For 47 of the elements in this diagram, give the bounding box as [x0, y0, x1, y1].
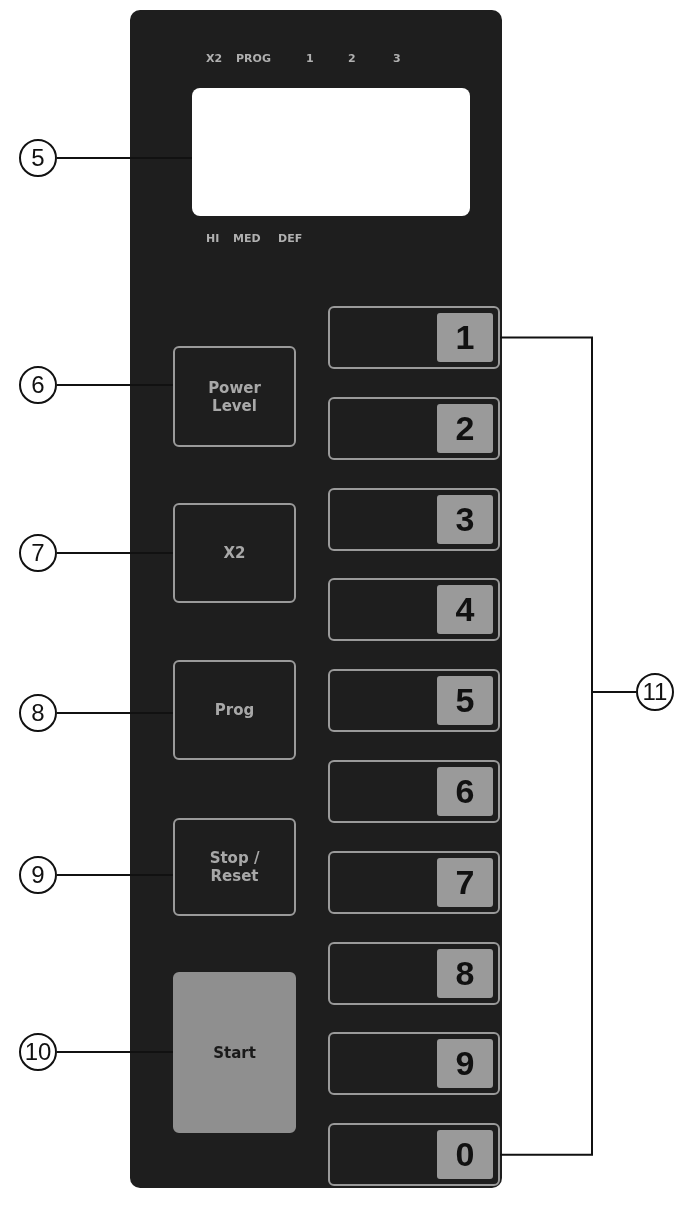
number-key [328, 1123, 500, 1187]
control-button: Stop / Reset [173, 818, 296, 916]
callout-number: 10 [19, 1033, 57, 1071]
control-button: X2 [173, 503, 296, 603]
number-key [328, 1032, 500, 1096]
key-number: 5 [437, 676, 493, 726]
callout-number: 7 [19, 534, 57, 572]
control-button: Power Level [173, 346, 296, 447]
indicator-label: HI [206, 232, 220, 245]
key-number: 4 [437, 585, 493, 635]
callout-number: 9 [19, 856, 57, 894]
callout-number: 8 [19, 694, 57, 732]
key-number: 3 [437, 494, 493, 544]
indicator-label: MED [233, 232, 261, 245]
number-key [328, 396, 500, 460]
indicator-label: DEF [278, 232, 303, 245]
leader-line [56, 552, 174, 554]
indicator-label: PROG [236, 52, 271, 65]
key-number: 2 [437, 403, 493, 453]
leader-line [56, 157, 193, 159]
leader-line [56, 874, 174, 876]
key-number: 1 [437, 313, 493, 362]
number-key [328, 487, 500, 551]
leader-line [56, 384, 174, 386]
indicator-label: X2 [206, 52, 223, 65]
leader-line [56, 1051, 174, 1053]
callout-number: 11 [636, 673, 674, 711]
number-key [328, 850, 500, 914]
key-number: 0 [437, 1130, 493, 1180]
number-key [328, 760, 500, 823]
callout-number: 5 [19, 139, 57, 177]
start-button: Start [173, 972, 296, 1133]
display-screen [192, 88, 470, 216]
key-number: 9 [437, 1039, 493, 1089]
key-number: 8 [437, 948, 493, 998]
number-key [328, 941, 500, 1005]
key-number: 6 [437, 767, 493, 816]
indicator-label: 2 [348, 52, 356, 65]
number-key [328, 306, 500, 369]
key-number: 7 [437, 857, 493, 907]
indicator-label: 1 [306, 52, 314, 65]
number-key [328, 669, 500, 733]
leader-line [56, 712, 174, 714]
control-button: Prog [173, 660, 296, 760]
number-key [328, 578, 500, 642]
indicator-label: 3 [393, 52, 401, 65]
callout-number: 6 [19, 366, 57, 404]
